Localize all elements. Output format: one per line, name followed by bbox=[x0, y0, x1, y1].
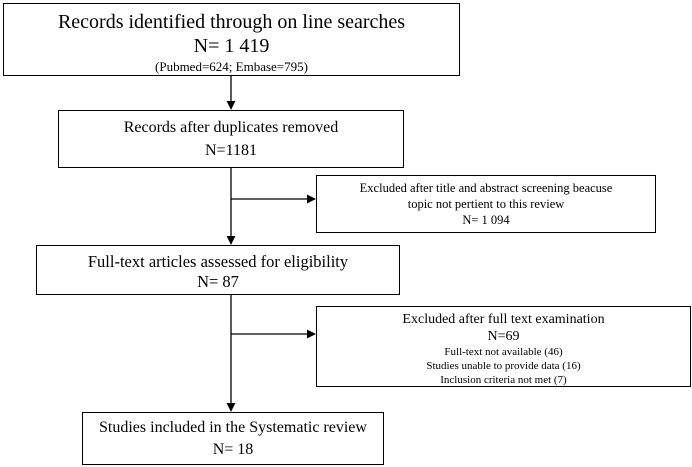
excluded-full-text-box: Excluded after full text examination N=6… bbox=[316, 306, 691, 387]
records-identified-count: N= 1 419 bbox=[193, 35, 270, 57]
full-text-count: N= 87 bbox=[197, 272, 239, 291]
full-text-box: Full-text articles assessed for eligibil… bbox=[36, 245, 400, 295]
after-duplicates-box: Records after duplicates removed N=1181 bbox=[58, 110, 404, 168]
excluded-full-text-title: Excluded after full text examination bbox=[402, 312, 605, 327]
excluded-screening-line1: Excluded after title and abstract screen… bbox=[359, 181, 613, 195]
excluded-screening-line2: topic not pertient to this review bbox=[407, 197, 565, 211]
exclusion-reason: Full-text not available (46) bbox=[444, 346, 563, 358]
after-duplicates-count: N=1181 bbox=[205, 142, 257, 159]
studies-included-box: Studies included in the Systematic revie… bbox=[82, 412, 384, 465]
studies-included-title: Studies included in the Systematic revie… bbox=[99, 419, 367, 436]
exclusion-reason: Studies unable to provide data (16) bbox=[426, 360, 581, 372]
records-identified-sources: (Pubmed=624; Embase=795) bbox=[155, 59, 308, 74]
studies-included-count: N= 18 bbox=[212, 441, 254, 458]
excluded-full-text-count: N=69 bbox=[487, 329, 520, 344]
records-identified-title: Records identified through on line searc… bbox=[57, 11, 406, 33]
records-identified-box: Records identified through on line searc… bbox=[3, 3, 460, 76]
excluded-screening-count: N= 1 094 bbox=[462, 213, 510, 227]
full-text-title: Full-text articles assessed for eligibil… bbox=[87, 252, 349, 271]
exclusion-reason: Inclusion criteria not met (7) bbox=[440, 374, 567, 386]
excluded-screening-box: Excluded after title and abstract screen… bbox=[316, 175, 656, 233]
after-duplicates-title: Records after duplicates removed bbox=[123, 119, 339, 136]
